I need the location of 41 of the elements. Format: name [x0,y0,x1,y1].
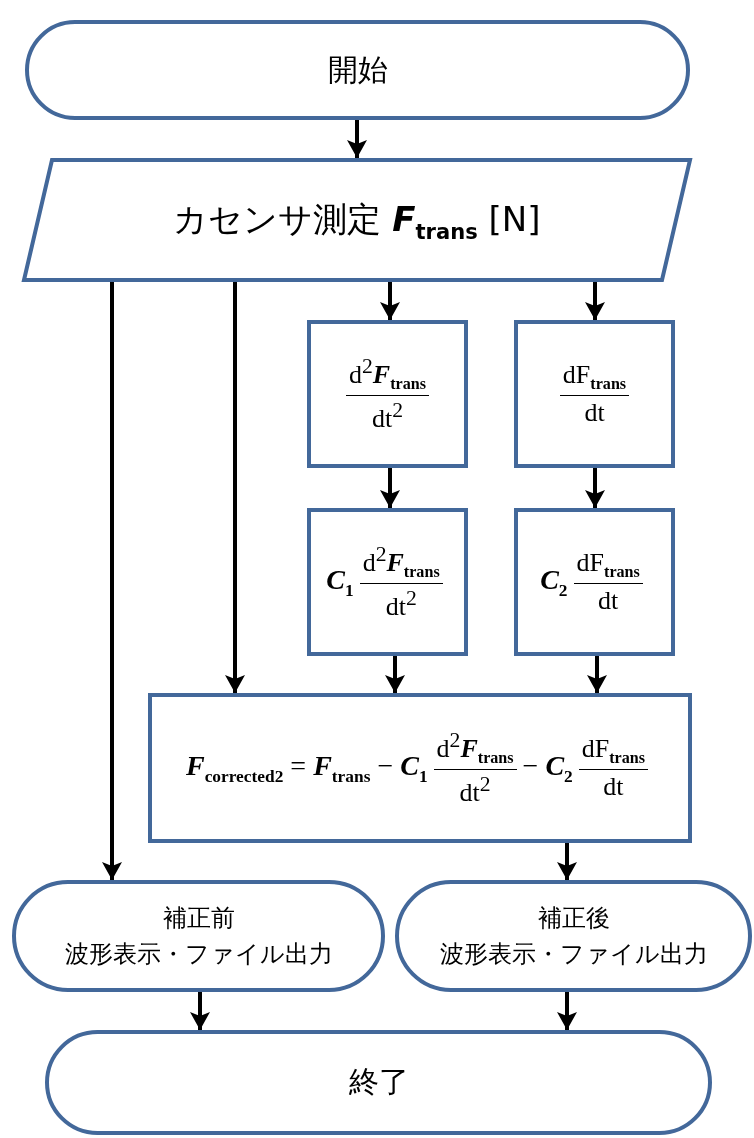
formula-text: C$_{1}$ [326,563,354,601]
formula-numerator: dF$_{trans}$ [578,733,649,771]
arrow [380,282,400,320]
formula-numerator: d$^{2}$F$_{trans}$ [433,728,517,771]
process-box [307,320,468,468]
arrow [585,468,605,508]
node-label: 波形表示・ファイル出力 [64,939,333,970]
arrow [585,282,605,320]
formula-denominator: dt$^{2}$ [459,771,491,808]
node-label: 終了 [348,1063,409,1101]
formula-text: − C$_{2}$ [522,749,573,787]
process-box [514,320,675,468]
arrow [102,282,122,880]
process-box [307,508,468,656]
input-parallelogram [22,158,692,282]
arrow [190,992,210,1030]
formula-denominator: dt [598,585,619,617]
node-label: カセンサ測定 F$_{trans}$ [N] [173,197,541,244]
arrow [385,656,405,693]
process-box [514,508,675,656]
formula-numerator: d$^{2}$F$_{trans}$ [346,354,429,397]
formula-denominator: dt$^{2}$ [385,585,417,622]
formula-numerator: dF$_{trans}$ [559,359,630,397]
arrow [347,120,367,158]
formula-numerator: dF$_{trans}$ [573,547,643,585]
formula-text: C$_{2}$ [540,563,568,601]
arrow [225,282,245,693]
node-label: 補正前 [162,903,235,934]
arrow [587,656,607,693]
node-label: 補正後 [537,903,610,934]
process-box [148,693,692,843]
arrow [557,843,577,880]
formula-denominator: dt [603,771,624,803]
formula-denominator: dt [584,397,605,429]
formula-denominator: dt$^{2}$ [371,397,403,434]
formula-numerator: d$^{2}$F$_{trans}$ [359,542,443,585]
formula-text: F$_{corrected2}$ = F$_{trans}$ − C$_{1}$ [185,749,428,787]
arrow [380,468,400,508]
node-label: 開始 [327,50,388,89]
node-label: 波形表示・ファイル出力 [439,939,708,970]
arrow [557,992,577,1030]
